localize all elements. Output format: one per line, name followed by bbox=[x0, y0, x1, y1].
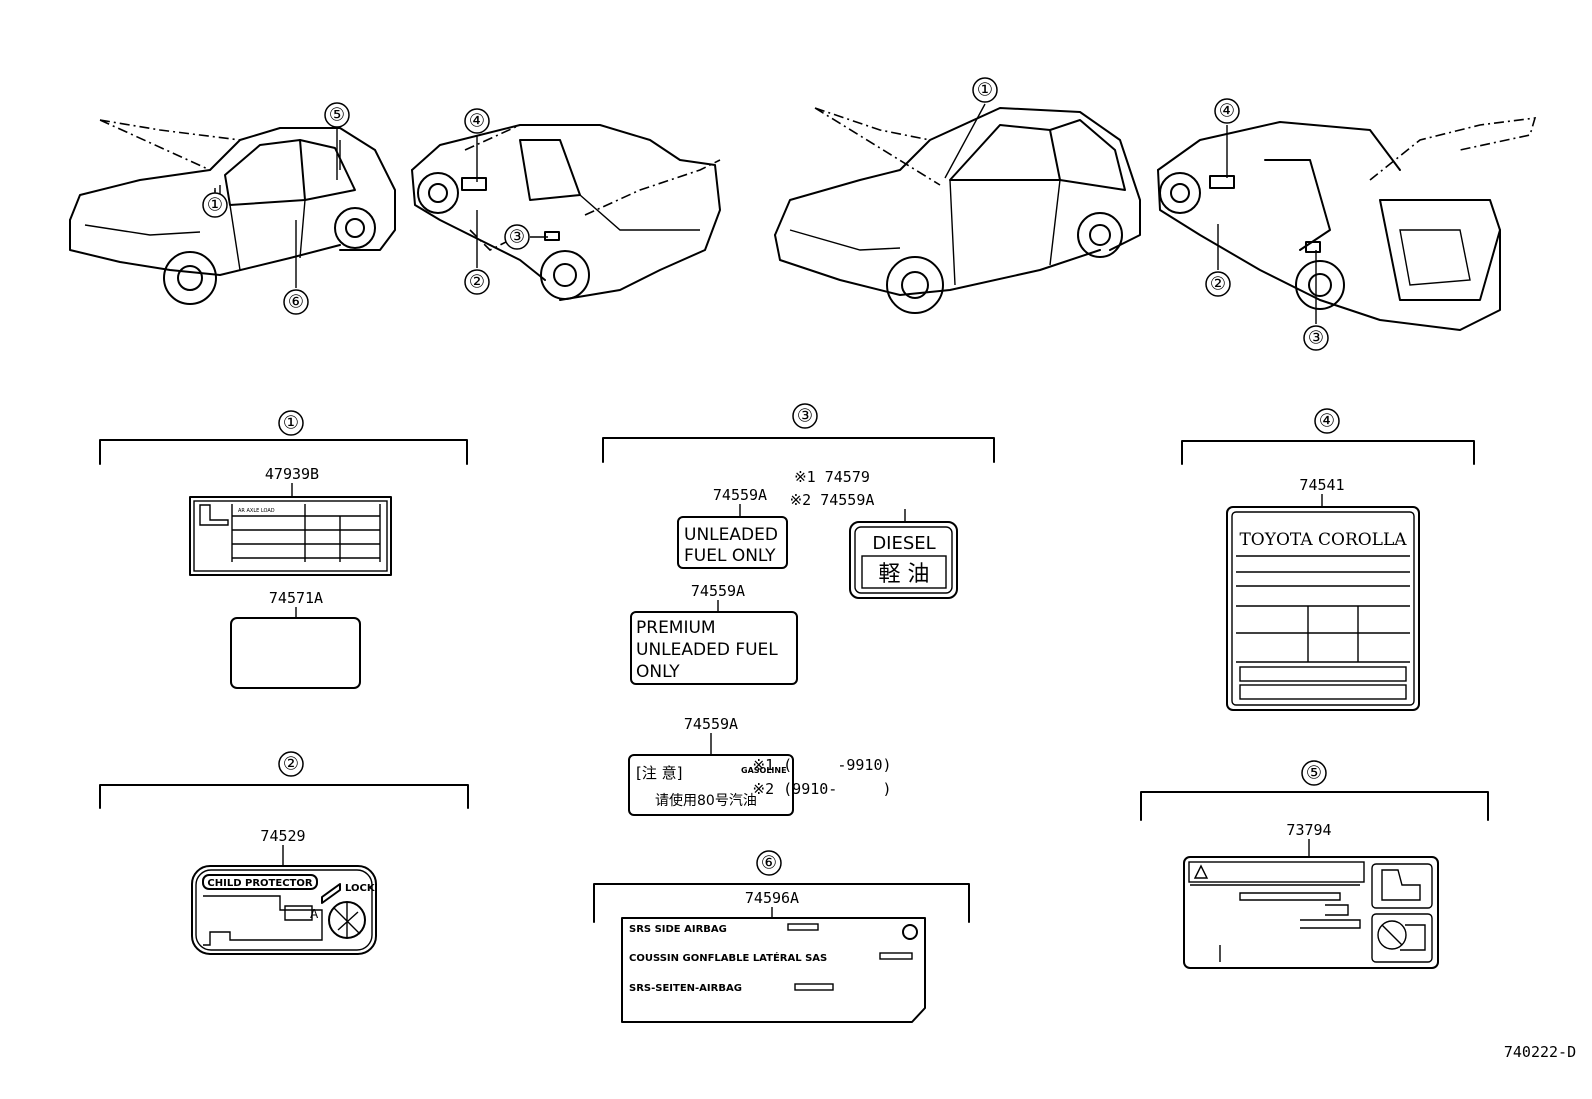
sedan-front-view bbox=[69, 119, 396, 305]
group-6: ⑥ 74596A SRS SIDE AIRBAG COUSSIN GONFLAB… bbox=[593, 850, 970, 1023]
callout-2-sedan: ② bbox=[469, 272, 485, 293]
part-74541: 74541 bbox=[1299, 476, 1344, 494]
callout-6-sedan: ⑥ bbox=[288, 292, 304, 313]
callout-4-wagon: ④ bbox=[1219, 101, 1235, 122]
callout-3-wagon: ③ bbox=[1308, 328, 1324, 349]
part-74559A-premium: 74559A bbox=[691, 582, 745, 600]
group-5: ⑤ 73794 bbox=[1140, 760, 1489, 969]
car-callouts: ① ⑤ ⑥ ④ ② ③ ① ④ ② ③ bbox=[202, 77, 1329, 351]
srs-seiten-airbag-text: SRS-SEITEN-AIRBAG bbox=[629, 983, 742, 994]
callout-2-wagon: ② bbox=[1210, 274, 1226, 295]
axle-load-header: AR AXLE LOAD bbox=[238, 508, 275, 514]
group-3-number: ③ bbox=[797, 406, 813, 427]
callout-1-sedan: ① bbox=[207, 195, 223, 216]
unleaded-line-1: UNLEADED bbox=[684, 525, 778, 545]
lock-text: LOCK bbox=[345, 883, 376, 894]
srs-side-airbag-text: SRS SIDE AIRBAG bbox=[629, 924, 727, 935]
group-2: ② 74529 CHILD PROTECTOR LOCK A bbox=[99, 751, 469, 955]
group-6-number: ⑥ bbox=[761, 853, 777, 874]
wagon-front-view bbox=[774, 107, 1141, 314]
callout-4-sedan: ④ bbox=[469, 111, 485, 132]
premium-line-3: ONLY bbox=[636, 662, 680, 682]
part-74596A: 74596A bbox=[745, 889, 799, 907]
toyota-corolla-title: TOYOTA COROLLA bbox=[1239, 530, 1407, 550]
diesel-ref-2: ※2 74559A bbox=[790, 491, 875, 509]
keiyu-text: 軽 油 bbox=[879, 562, 930, 587]
part-74571A: 74571A bbox=[269, 589, 323, 607]
group-4: ④ 74541 TOYOTA COROLLA bbox=[1181, 408, 1475, 711]
callout-5-sedan: ⑤ bbox=[329, 105, 345, 126]
part-74529: 74529 bbox=[260, 827, 305, 845]
gasoline-text: GASOLINE bbox=[741, 766, 787, 775]
part-74559A-gasoline: 74559A bbox=[684, 715, 738, 733]
diesel-ref-1: ※1 74579 bbox=[794, 468, 870, 486]
caution-text: [注 意] bbox=[636, 764, 682, 782]
gasoline-80-text: 请使用80号汽油 bbox=[655, 792, 757, 809]
group-2-number: ② bbox=[283, 754, 299, 775]
callout-3-sedan: ③ bbox=[509, 227, 525, 248]
part-47939B: 47939B bbox=[265, 465, 319, 483]
group-1: ① 47939B AR AXLE LOAD 74571A bbox=[99, 410, 468, 689]
group-1-number: ① bbox=[283, 413, 299, 434]
note-1: ※1 ( -9910) bbox=[753, 756, 892, 774]
group-4-number: ④ bbox=[1319, 411, 1335, 432]
diagram-id: 740222-D bbox=[1504, 1043, 1576, 1061]
coussin-gonflable-text: COUSSIN GONFLABLE LATÉRAL SAS bbox=[629, 951, 827, 964]
premium-line-2: UNLEADED FUEL bbox=[636, 640, 778, 660]
diesel-text: DIESEL bbox=[872, 533, 935, 554]
child-protector-title: CHILD PROTECTOR bbox=[207, 878, 312, 889]
unleaded-line-2: FUEL ONLY bbox=[684, 546, 776, 566]
wagon-rear-view bbox=[1157, 117, 1537, 331]
group-3: ③ 74559A UNLEADED FUEL ONLY 74559A PREMI… bbox=[602, 403, 995, 816]
callout-1-wagon: ① bbox=[977, 80, 993, 101]
sedan-rear-view bbox=[411, 124, 721, 301]
part-74559A-unleaded: 74559A bbox=[713, 486, 767, 504]
part-73794: 73794 bbox=[1286, 821, 1331, 839]
premium-line-1: PREMIUM bbox=[636, 618, 716, 638]
note-2: ※2 (9910- ) bbox=[753, 780, 892, 798]
group-5-number: ⑤ bbox=[1306, 763, 1322, 784]
marker-a: A bbox=[310, 907, 319, 921]
